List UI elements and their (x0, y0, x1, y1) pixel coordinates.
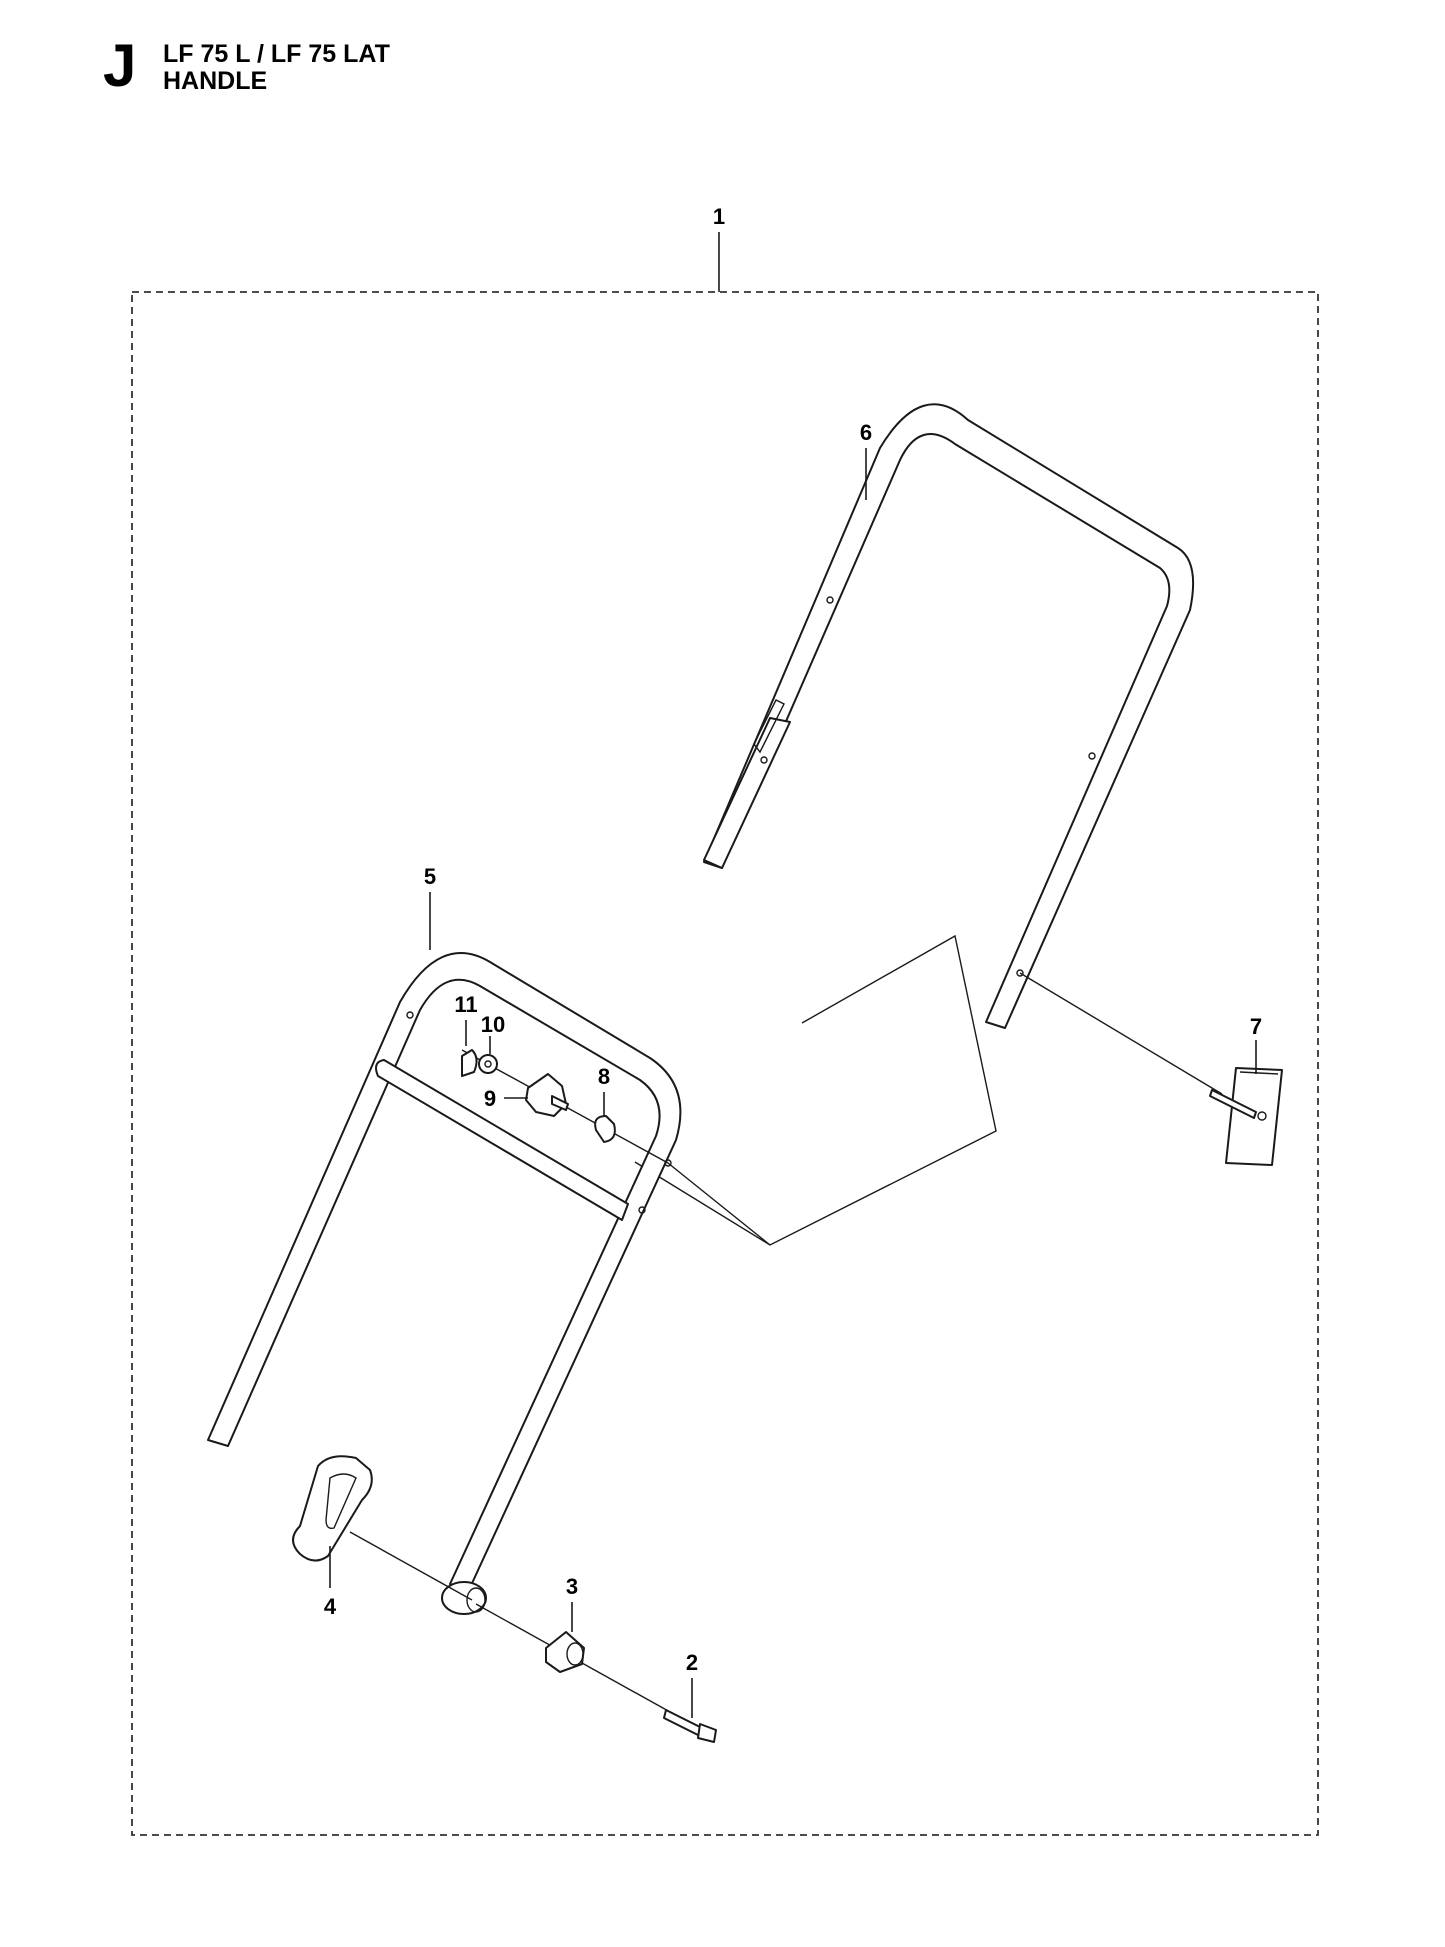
clip (461, 1049, 478, 1077)
reference-plane (634, 934, 997, 1246)
spacer-bushing (545, 1631, 585, 1673)
model-name: LF 75 L / LF 75 LAT (163, 40, 390, 68)
cap-nut (594, 1115, 616, 1143)
callout-8: 8 (598, 1064, 610, 1089)
page-title: HANDLE (163, 67, 268, 95)
lower-handle (207, 952, 682, 1615)
callout-7: 7 (1250, 1014, 1262, 1039)
section-letter: J (103, 32, 137, 99)
callout-3: 3 (566, 1574, 578, 1599)
assembly-boundary (131, 291, 1319, 1836)
bolt (663, 1709, 717, 1743)
callout-10: 10 (481, 1012, 505, 1037)
star-knob (525, 1073, 569, 1117)
washer (478, 1054, 498, 1074)
callout-6: 6 (860, 420, 872, 445)
callout-4: 4 (324, 1594, 337, 1619)
handle-knob (1209, 1067, 1283, 1166)
callout-9: 9 (484, 1086, 496, 1111)
pivot-bracket (292, 1455, 373, 1562)
callout-2: 2 (686, 1650, 698, 1675)
page-header: J LF 75 L / LF 75 LAT HANDLE (0, 0, 1445, 120)
callout-5: 5 (424, 864, 436, 889)
callout-11: 11 (454, 992, 477, 1017)
callout-1: 1 (713, 204, 725, 229)
upper-handle (703, 403, 1195, 1029)
